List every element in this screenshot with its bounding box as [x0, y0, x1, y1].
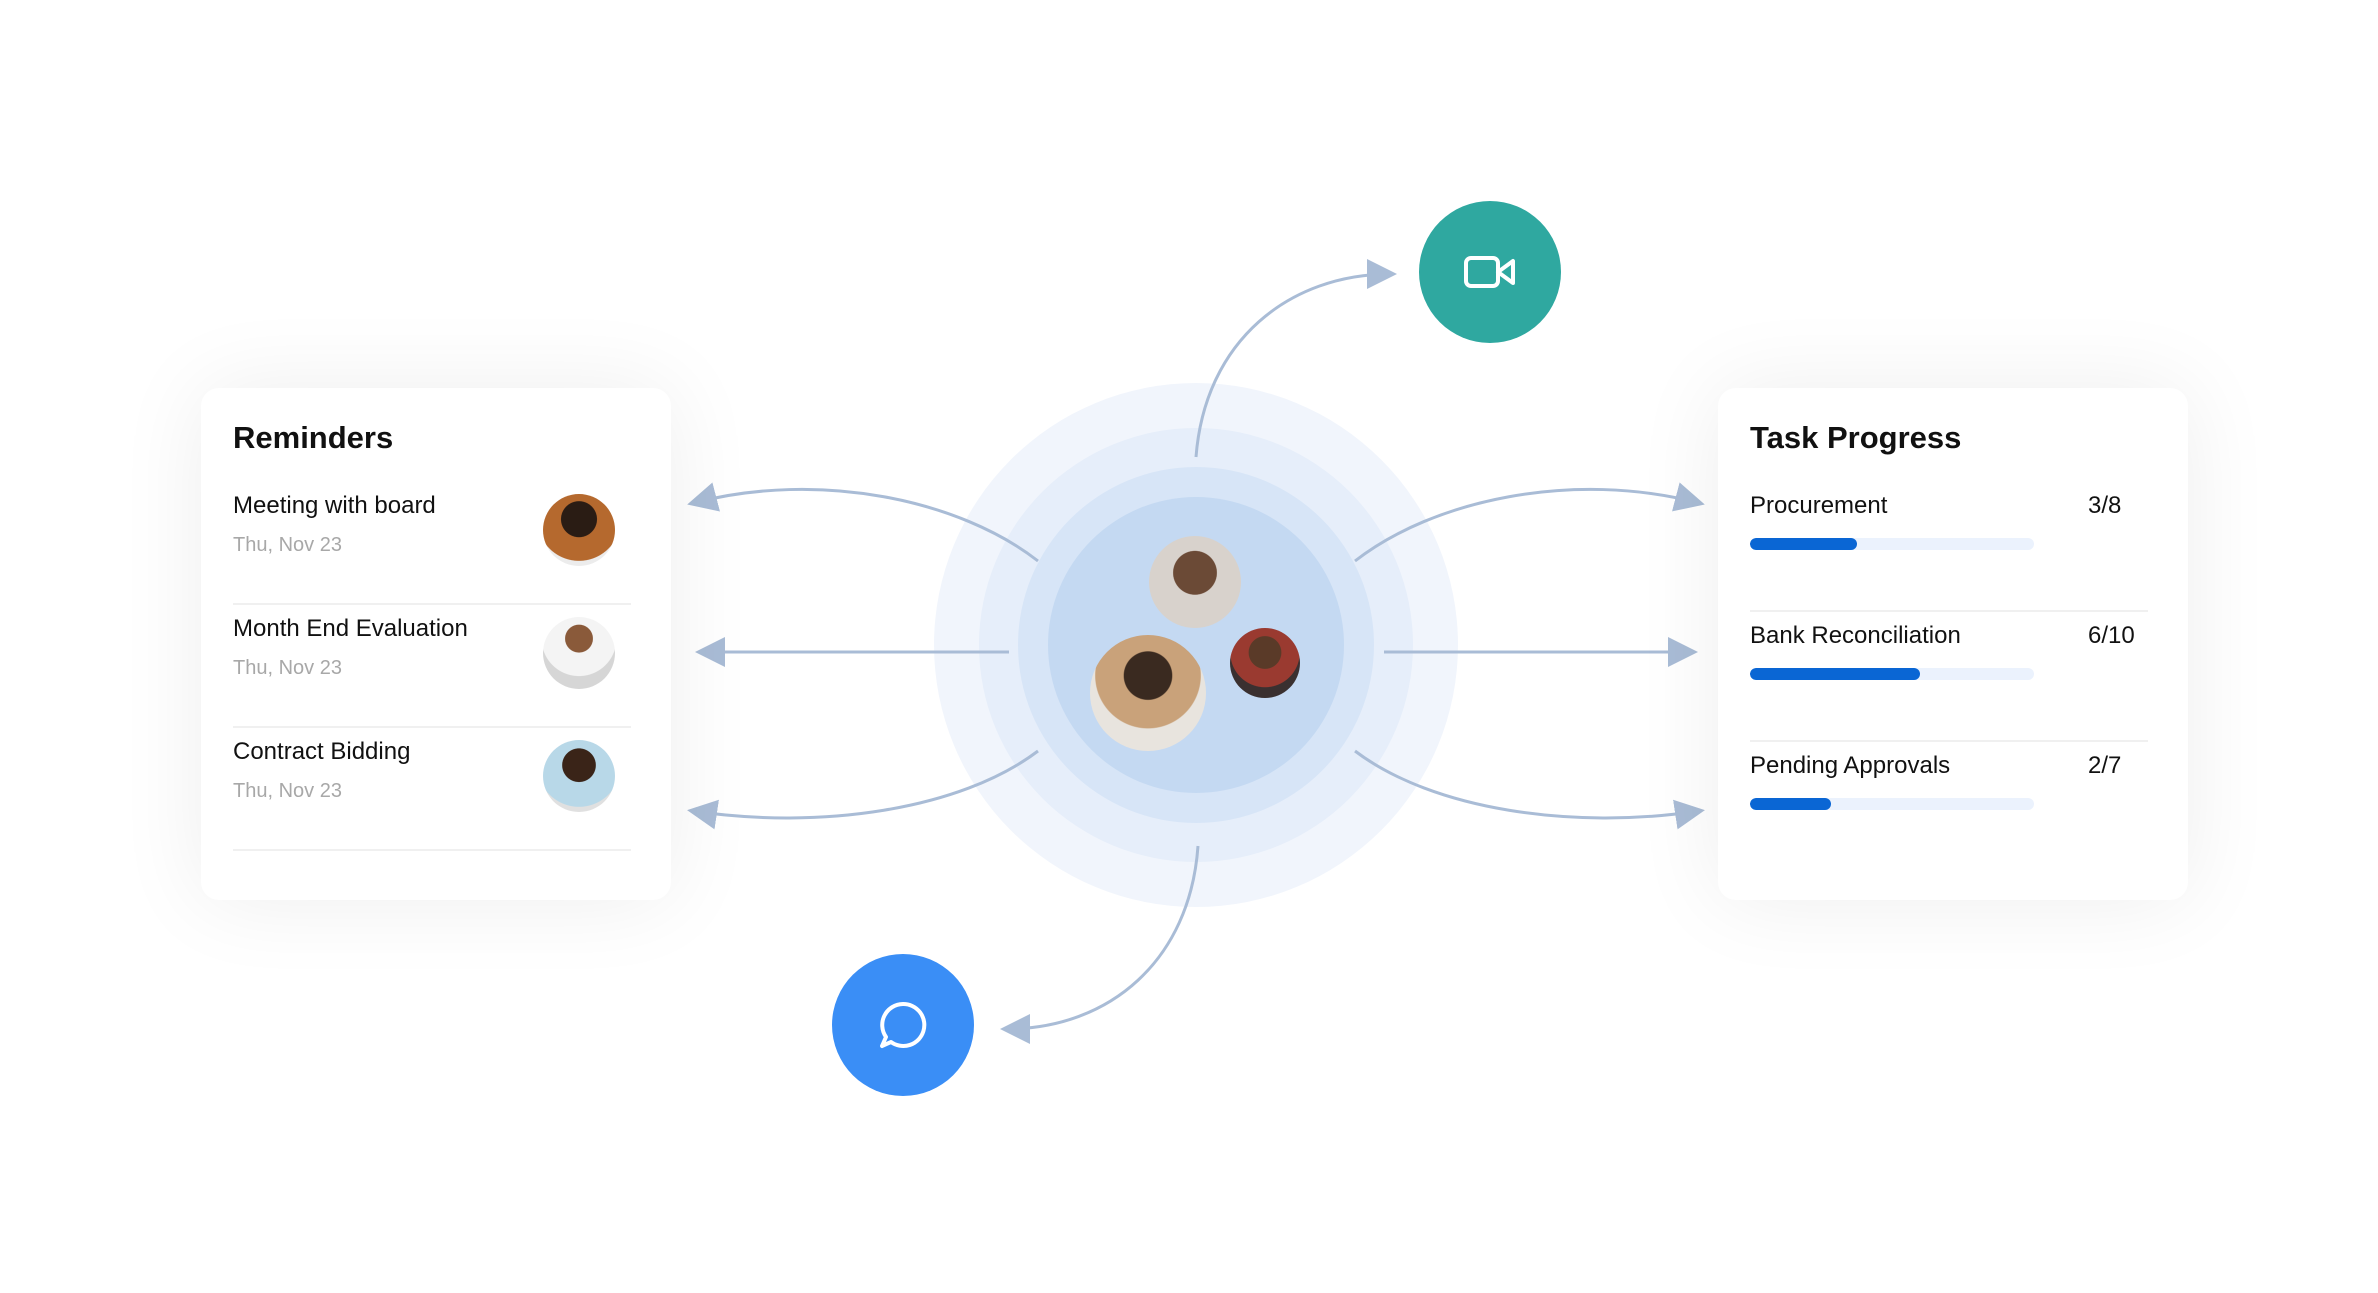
- task-item[interactable]: Procurement 3/8: [1750, 480, 2148, 612]
- avatar: [543, 617, 615, 689]
- task-label: Procurement: [1750, 492, 1888, 519]
- task-label: Bank Reconciliation: [1750, 622, 1961, 649]
- reminder-item[interactable]: Month End Evaluation Thu, Nov 23: [233, 603, 631, 728]
- task-item[interactable]: Bank Reconciliation 6/10: [1750, 610, 2148, 742]
- reminders-title: Reminders: [233, 420, 394, 455]
- task-progress-title: Task Progress: [1750, 420, 1962, 455]
- reminder-item[interactable]: Contract Bidding Thu, Nov 23: [233, 726, 631, 851]
- arrow-to-chat: [1000, 845, 1200, 1044]
- reminder-title: Meeting with board: [233, 492, 436, 519]
- arrow-to-reminder-1: [687, 482, 1039, 563]
- task-count: 2/7: [2088, 752, 2122, 779]
- progress-fill: [1750, 538, 1857, 550]
- progress-bar: [1750, 668, 2034, 680]
- avatar: [543, 494, 615, 566]
- hub-avatar-2: [1090, 635, 1206, 751]
- task-label: Pending Approvals: [1750, 752, 1951, 779]
- reminders-card: Reminders Meeting with board Thu, Nov 23…: [201, 388, 671, 900]
- task-count: 3/8: [2088, 492, 2122, 519]
- chat-bubble-icon: [880, 1001, 927, 1048]
- arrow-to-task-1: [1354, 482, 1705, 563]
- hub-avatar-1: [1149, 536, 1241, 628]
- arrow-to-video: [1194, 259, 1397, 458]
- progress-bar: [1750, 798, 2034, 810]
- chat-button[interactable]: [832, 954, 974, 1096]
- reminder-date: Thu, Nov 23: [233, 534, 342, 556]
- task-count: 6/10: [2088, 622, 2135, 649]
- reminder-title: Contract Bidding: [233, 738, 411, 765]
- avatar: [543, 740, 615, 812]
- progress-bar: [1750, 538, 2034, 550]
- arrow-to-task-3: [1354, 749, 1705, 830]
- reminder-date: Thu, Nov 23: [233, 780, 342, 802]
- task-item[interactable]: Pending Approvals 2/7: [1750, 740, 2148, 870]
- video-camera-icon: [1464, 256, 1515, 288]
- task-progress-card: Task Progress Procurement 3/8 Bank Recon…: [1718, 388, 2188, 900]
- reminder-date: Thu, Nov 23: [233, 657, 342, 679]
- progress-fill: [1750, 668, 1921, 680]
- reminder-title: Month End Evaluation: [233, 615, 468, 642]
- video-call-button[interactable]: [1419, 201, 1561, 343]
- hub-avatar-3: [1230, 628, 1300, 698]
- reminder-item[interactable]: Meeting with board Thu, Nov 23: [233, 480, 631, 605]
- arrow-to-reminder-3: [687, 749, 1039, 830]
- progress-fill: [1750, 798, 1832, 810]
